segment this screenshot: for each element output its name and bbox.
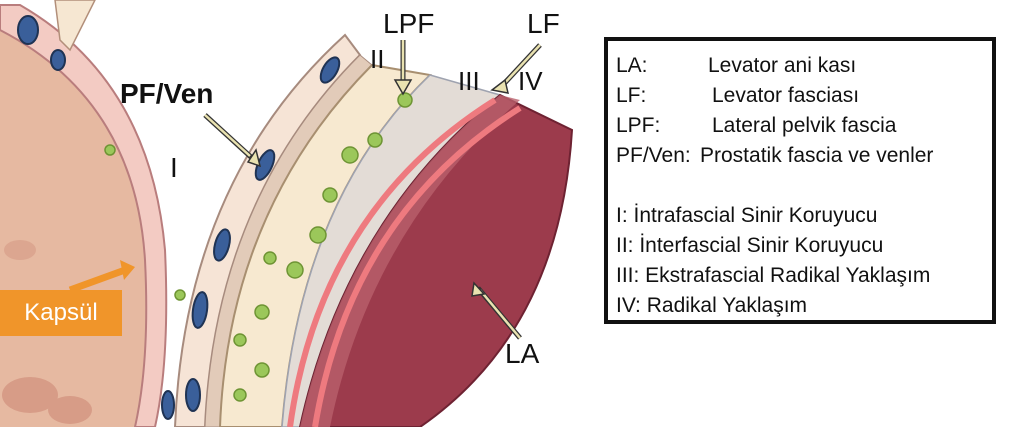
- levator-fascia-line: [312, 105, 522, 427]
- legend-abbr: LPF:: [616, 114, 661, 137]
- label-la: LA: [505, 338, 540, 369]
- legend-box: LA: Levator ani kası LF: Levator fascias…: [604, 37, 996, 324]
- nerve: [309, 226, 327, 244]
- legend-abbr: LF:: [616, 84, 647, 107]
- label-iv: IV: [518, 66, 543, 96]
- legend-row-pf-ven: PF/Ven: Prostatik fascia ve venler: [616, 141, 992, 171]
- nerve: [263, 251, 277, 265]
- label-pf-ven: PF/Ven: [120, 78, 214, 109]
- top-fascia-strip: [54, 0, 96, 52]
- legend-abbr: PF/Ven:: [616, 144, 691, 167]
- nerve: [341, 146, 359, 164]
- legend-approach: III: Ekstrafascial Radikal Yaklaşım: [616, 264, 931, 287]
- arrow-lpf: [393, 40, 413, 96]
- legend-approach: I: İntrafascial Sinir Koruyucu: [616, 204, 878, 227]
- levator-fascia-line: [287, 97, 497, 427]
- vein: [191, 291, 209, 329]
- label-lf: LF: [527, 8, 560, 39]
- label-lpf: LPF: [383, 8, 435, 39]
- legend-approach: II: İnterfascial Sinir Koruyucu: [616, 234, 884, 257]
- legend-row-la: LA: Levator ani kası: [616, 51, 992, 81]
- prostate-gland: [4, 240, 36, 260]
- vein: [319, 56, 341, 84]
- legend-row-lf: LF: Levator fasciası: [616, 81, 992, 111]
- legend-approach: IV: Radikal Yaklaşım: [616, 294, 808, 317]
- legend-row-lpf: LPF: Lateral pelvik fascia: [616, 111, 992, 141]
- vein: [213, 228, 231, 262]
- legend-spacer: [616, 171, 992, 201]
- nerve: [397, 92, 413, 108]
- legend-def: Levator fasciası: [712, 84, 860, 107]
- arrow-la: [471, 281, 522, 340]
- arrow-lf: [490, 43, 542, 94]
- legend-def: Prostatik fascia ve venler: [700, 144, 934, 167]
- vein: [161, 390, 175, 420]
- vein: [50, 49, 66, 71]
- nerve: [233, 388, 247, 402]
- arrow-kapsul: [68, 260, 135, 294]
- vein: [17, 15, 39, 45]
- label-i: I: [170, 152, 178, 183]
- vein: [185, 378, 201, 412]
- nerve: [322, 187, 338, 203]
- label-iii: III: [458, 66, 480, 96]
- arrow-pf-ven: [203, 113, 262, 168]
- label-kapsul-badge: Kapsül: [0, 290, 122, 336]
- nerve: [254, 304, 270, 320]
- nerve: [233, 333, 247, 347]
- nerve: [174, 289, 186, 301]
- label-ii: II: [370, 44, 385, 74]
- legend-abbr: LA:: [616, 54, 648, 77]
- nerve: [367, 132, 383, 148]
- nerve: [254, 362, 270, 378]
- prostate-gland: [48, 396, 92, 424]
- nerve: [286, 261, 304, 279]
- prostate-gland: [2, 377, 58, 413]
- nerve: [104, 144, 116, 156]
- legend-def: Lateral pelvik fascia: [712, 114, 897, 137]
- legend-def: Levator ani kası: [708, 54, 857, 77]
